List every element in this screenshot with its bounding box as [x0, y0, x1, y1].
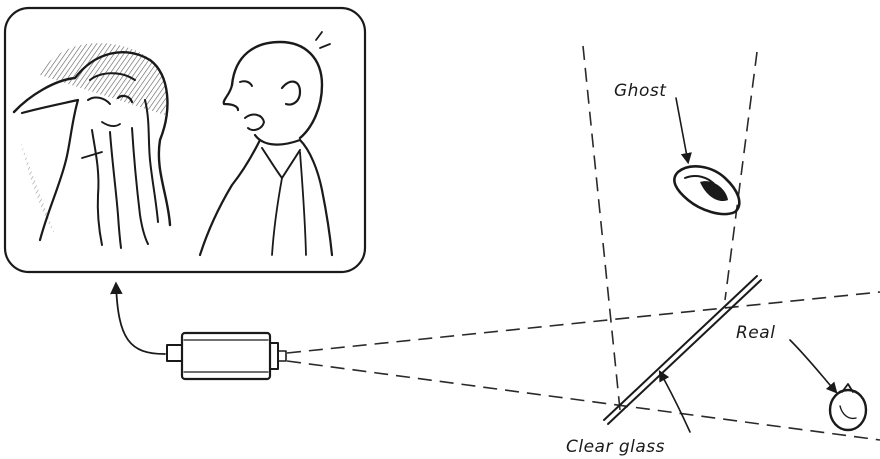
signal-arrow — [110, 281, 166, 355]
tv-screen — [3, 6, 367, 274]
clear-glass-plate — [603, 275, 762, 425]
sight-lines — [286, 45, 880, 441]
real-pointer-arrow — [789, 339, 838, 394]
ghost-pointer-arrow — [675, 97, 692, 165]
ghost-object — [673, 165, 741, 216]
clear-glass-label: Clear glass — [566, 437, 665, 457]
glass-pointer-arrow — [658, 370, 691, 433]
real-object — [828, 383, 868, 432]
camera — [166, 331, 287, 381]
real-label: Real — [736, 323, 775, 343]
ghost-label: Ghost — [614, 81, 667, 101]
startled-man-figure — [198, 31, 334, 257]
ghost-woman-figure — [12, 43, 172, 249]
